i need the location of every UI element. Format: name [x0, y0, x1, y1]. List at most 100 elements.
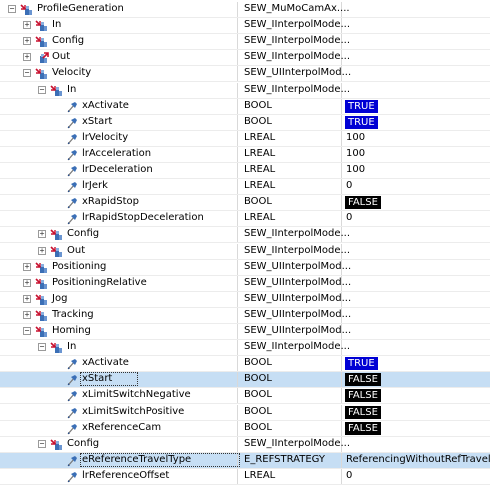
expression-cell: lrVelocity	[0, 130, 238, 146]
variable-name: In	[67, 83, 77, 95]
data-type: SEW_UIInterpolMod...	[244, 260, 352, 272]
value-cell[interactable]	[342, 244, 490, 259]
variable-name: Out	[52, 51, 71, 63]
expand-icon[interactable]: +	[23, 36, 31, 46]
value-cell[interactable]	[342, 83, 490, 98]
variable-icon	[65, 164, 79, 178]
focus-rectangle	[80, 372, 138, 387]
type-cell: LREAL	[238, 211, 342, 227]
value-cell[interactable]	[342, 308, 490, 323]
struct-icon	[35, 309, 49, 323]
data-type: BOOL	[244, 99, 272, 111]
bool-value-badge: TRUE	[345, 99, 378, 113]
collapse-icon[interactable]: −	[38, 84, 46, 94]
value-cell[interactable]	[342, 276, 490, 291]
value-cell[interactable]: FALSE	[342, 405, 490, 420]
type-cell: BOOL	[238, 114, 342, 130]
value-cell[interactable]: 0	[342, 469, 490, 484]
expand-icon[interactable]: +	[23, 20, 31, 30]
value-cell[interactable]: FALSE	[342, 388, 490, 403]
value-cell[interactable]	[342, 227, 490, 242]
expression-cell: −ProfileGeneration	[0, 2, 238, 18]
variable-icon	[65, 100, 79, 114]
value-cell[interactable]: 0	[342, 211, 490, 226]
collapse-icon[interactable]: −	[23, 68, 31, 78]
expand-icon[interactable]: +	[23, 52, 31, 62]
expand-icon[interactable]: +	[38, 245, 46, 255]
value-cell[interactable]	[342, 18, 490, 33]
value-cell[interactable]: TRUE	[342, 356, 490, 371]
expand-icon[interactable]: +	[23, 261, 31, 271]
value-cell[interactable]	[342, 324, 490, 339]
struct-icon	[35, 35, 49, 49]
value-text: 100	[346, 131, 366, 143]
struct-icon	[35, 293, 49, 307]
value-cell[interactable]	[342, 437, 490, 452]
variable-name: Velocity	[52, 67, 92, 79]
collapse-icon[interactable]: −	[8, 4, 16, 13]
value-cell[interactable]: 0	[342, 179, 490, 194]
value-cell[interactable]	[342, 66, 490, 81]
data-type: SEW_IInterpolMode...	[244, 51, 351, 63]
value-cell[interactable]	[342, 34, 490, 49]
value-cell[interactable]: TRUE	[342, 115, 490, 130]
expand-icon[interactable]: +	[23, 277, 31, 287]
expand-icon[interactable]: +	[38, 229, 46, 239]
value-cell[interactable]: FALSE	[342, 372, 490, 387]
expression-cell: lrAcceleration	[0, 146, 238, 162]
collapse-icon[interactable]: −	[38, 438, 46, 448]
value-cell[interactable]: 100	[342, 147, 490, 162]
value-cell[interactable]	[342, 2, 490, 17]
variable-name: lrVelocity	[82, 131, 129, 143]
value-cell[interactable]: ReferencingWithoutRefTravel	[342, 453, 490, 468]
variable-name: xStart	[82, 115, 113, 127]
variable-icon	[65, 180, 79, 194]
value-cell[interactable]: FALSE	[342, 195, 490, 210]
collapse-icon[interactable]: −	[38, 342, 46, 352]
expand-icon[interactable]: +	[23, 309, 31, 319]
expression-cell: xReferenceCam	[0, 420, 238, 436]
value-cell[interactable]: FALSE	[342, 421, 490, 436]
collapse-icon[interactable]: −	[23, 326, 31, 335]
value-cell[interactable]: TRUE	[342, 99, 490, 114]
value-cell[interactable]: 100	[342, 163, 490, 178]
expand-icon[interactable]: +	[23, 293, 31, 303]
value-cell[interactable]: 100	[342, 131, 490, 146]
expression-cell: +Out	[0, 243, 238, 259]
value-cell[interactable]	[342, 260, 490, 275]
value-cell[interactable]	[342, 340, 490, 355]
value-cell[interactable]	[342, 292, 490, 307]
value-cell[interactable]	[342, 50, 490, 65]
variable-name: lrReferenceOffset	[82, 469, 170, 481]
tree-row[interactable]: + Out SEW_IInterpolMode...	[0, 50, 490, 67]
